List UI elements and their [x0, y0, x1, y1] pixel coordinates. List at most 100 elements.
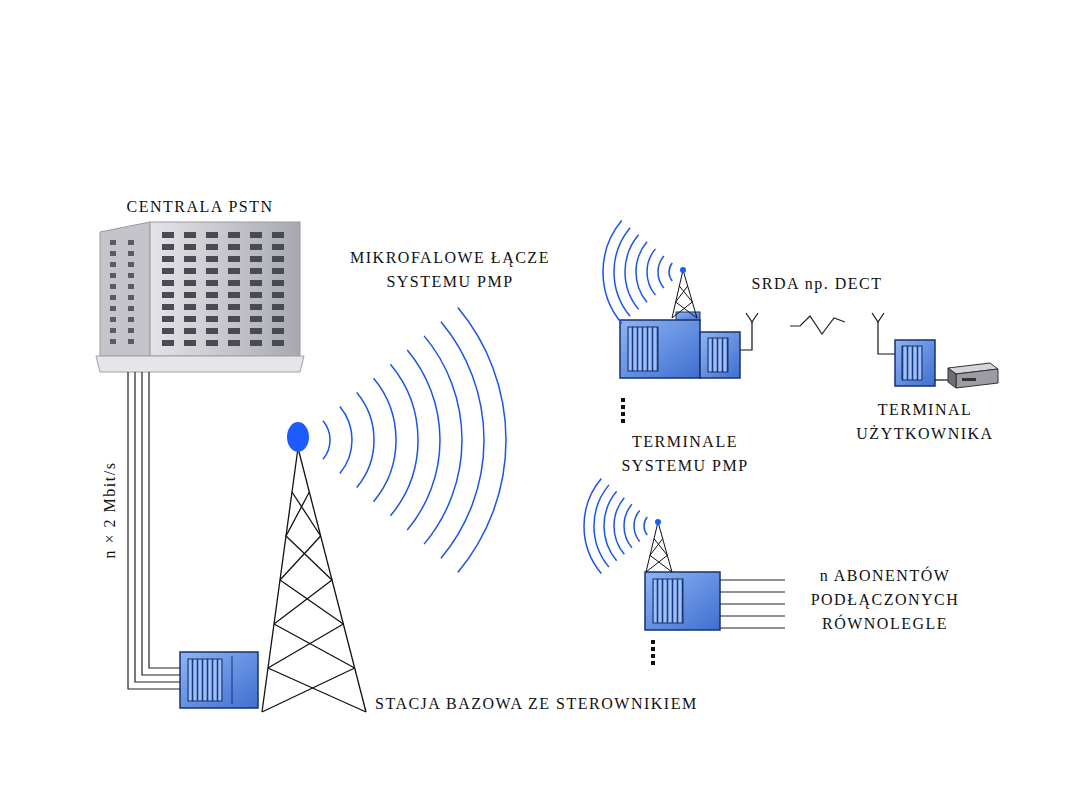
- pstn-building-part-part: [228, 316, 240, 322]
- pstn-building-part-part: [128, 262, 134, 267]
- radio-waves-part: [658, 256, 664, 288]
- pstn-building-part-part: [184, 340, 196, 346]
- pstn-building-part-part: [228, 328, 240, 334]
- pstn-building-part-part: [228, 244, 240, 250]
- pmp-terminal-part-part: [621, 405, 625, 409]
- pstn-building-part-part: [128, 284, 134, 289]
- pstn-building-part-part: [250, 304, 262, 310]
- pstn-building-part-part: [206, 244, 218, 250]
- pmp-terminal-part: [653, 579, 683, 623]
- pstn-building-part-part: [206, 304, 218, 310]
- pstn-building-part-part: [162, 328, 174, 334]
- node-label: TERMINALE SYSTEMU PMP: [610, 430, 760, 478]
- antenna-tower-part-part: [268, 668, 366, 712]
- pstn-building-part-part: [250, 268, 262, 274]
- user-terminal-part: [902, 346, 922, 380]
- antenna-tower-part: [680, 267, 686, 273]
- pstn-building-part-part: [162, 280, 174, 286]
- node-label: STACJA BAZOWA ZE STEROWNIKIEM: [375, 692, 698, 716]
- equipment-node: STACJA BAZOWA ZE STEROWNIKIEM: [180, 652, 258, 708]
- radio-waves-part: [340, 407, 352, 474]
- user-terminal-part: [895, 340, 935, 386]
- pstn-building-part-part: [206, 316, 218, 322]
- pstn-building-part-part: [184, 280, 196, 286]
- connector-line: [128, 372, 180, 689]
- pstn-building-part-part: [272, 268, 284, 274]
- connector-line: [142, 372, 180, 675]
- node-label: CENTRALA PSTN: [100, 195, 300, 219]
- pstn-building-part-part: [272, 328, 284, 334]
- pmp-terminal-part-part: [621, 419, 625, 423]
- pstn-building-part-part: [110, 317, 116, 322]
- antenna-tower-part: [646, 522, 672, 572]
- user-terminal: [872, 313, 998, 388]
- pstn-building-part-part: [162, 304, 174, 310]
- pstn-building-part-part: [162, 256, 174, 262]
- pstn-building-part-part: [250, 316, 262, 322]
- radio-waves-part: [323, 421, 330, 460]
- antenna-tower-part-part: [676, 286, 688, 302]
- radio-waves-part: [458, 308, 506, 573]
- pstn-building-part-part: [184, 232, 196, 238]
- user-terminal-part: [956, 369, 998, 388]
- pstn-building-part-part: [110, 295, 116, 300]
- pstn-building-part-part: [250, 232, 262, 238]
- pstn-building-part-part: [228, 340, 240, 346]
- user-terminal-part: [948, 368, 956, 388]
- pstn-building-part-part: [162, 232, 174, 238]
- base-station-cabinet-part: [188, 659, 222, 701]
- pmp-terminal-part: [720, 580, 785, 628]
- antenna-tower-part-part: [676, 302, 697, 318]
- connector-line: [135, 372, 180, 682]
- pstn-building-part-part: [206, 292, 218, 298]
- pstn-building-part-part: [184, 292, 196, 298]
- pstn-building-part-part: [128, 339, 134, 344]
- pstn-building-part-part: [128, 306, 134, 311]
- pstn-building-part-part: [250, 280, 262, 286]
- pstn-building-part-part: [272, 316, 284, 322]
- pmp-terminal-part: [651, 640, 655, 665]
- user-terminal-part: [878, 322, 895, 354]
- pstn-building-part-part: [228, 292, 240, 298]
- pstn-building-part-part: [128, 317, 134, 322]
- radio-waves-part: [669, 263, 672, 281]
- connector: [790, 316, 845, 334]
- user-terminal-part: [872, 313, 884, 322]
- pstn-building-part-part: [110, 339, 116, 344]
- antenna-tower-part-part: [650, 539, 663, 556]
- radio-waves-part: [407, 350, 440, 530]
- radio-waves-part: [603, 221, 622, 324]
- connector-line: [790, 316, 845, 334]
- equipment-node: TERMINALE SYSTEMU PMP: [620, 310, 790, 378]
- pstn-building-part-part: [272, 244, 284, 250]
- pmp-terminal-part-part: [651, 654, 655, 658]
- pmp-terminal-part-part: [621, 412, 625, 416]
- pmp-terminal-part: [708, 338, 728, 372]
- pstn-building-part-part: [128, 251, 134, 256]
- pstn-building-part-part: [206, 280, 218, 286]
- user-terminal-part: [962, 378, 976, 381]
- pstn-building-part-part: [128, 295, 134, 300]
- pmp-terminal-part-part: [720, 579, 785, 580]
- radio-waves-part: [614, 228, 630, 317]
- pstn-building-part-part: [184, 244, 196, 250]
- radio-waves: [323, 221, 672, 574]
- pstn-building-part: [150, 222, 300, 356]
- pstn-building-part-part: [128, 328, 134, 333]
- pstn-building-part-part: [110, 251, 116, 256]
- user-terminal-part: [935, 379, 949, 380]
- radio-waves-part: [594, 485, 609, 567]
- pstn-building-part-part: [184, 268, 196, 274]
- equipment-node: CENTRALA PSTN: [100, 195, 300, 372]
- pstn-building-part-part: [250, 328, 262, 334]
- antenna-tower-part: [287, 422, 309, 452]
- pstn-building-part-part: [206, 328, 218, 334]
- pstn-building-part-part: [206, 268, 218, 274]
- pstn-building-part-part: [272, 340, 284, 346]
- pstn-building-part-part: [228, 280, 240, 286]
- pstn-building-part-part: [162, 340, 174, 346]
- antenna-tower: [262, 267, 697, 712]
- antenna-tower-part: [655, 519, 661, 525]
- antenna-tower-part-part: [274, 624, 355, 668]
- equipment-node: n ABONENTÓW PODŁĄCZONYCH RÓWNOLEGLE: [645, 572, 720, 630]
